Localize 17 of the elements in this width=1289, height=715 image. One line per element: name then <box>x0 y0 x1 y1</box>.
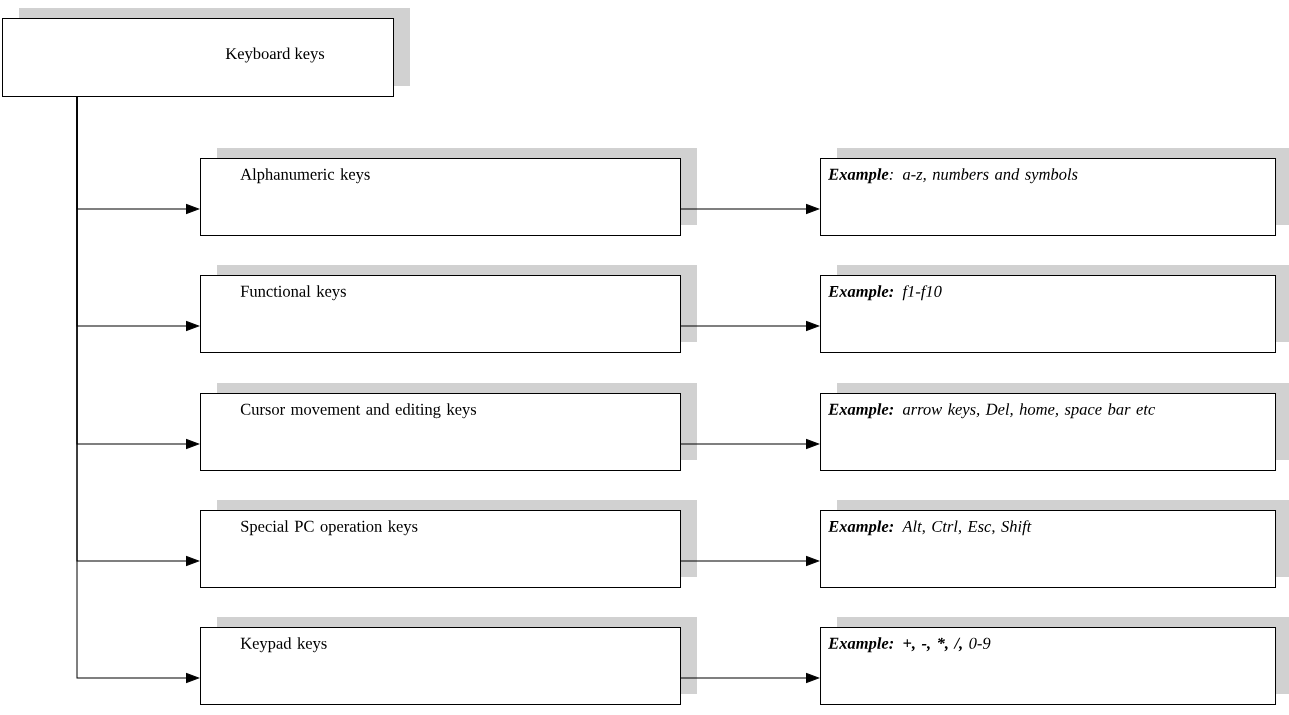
category-box: Cursor movement and editing keys <box>200 383 697 471</box>
category-box: Alphanumeric keys <box>200 148 697 236</box>
example-box: Example: arrow keys, Del, home, space bar etc <box>820 383 1289 471</box>
title-box: Keyboard keys <box>2 8 410 97</box>
example-box: Example: f1-f10 <box>820 265 1289 353</box>
example-box: Example: a-z, numbers and symbols <box>820 148 1289 236</box>
category-box: Special PC operation keys <box>200 500 697 588</box>
arrow <box>680 673 819 683</box>
arrow <box>680 204 819 214</box>
category-box: Functional keys <box>200 265 697 353</box>
arrow <box>76 96 199 683</box>
arrow <box>680 556 819 566</box>
arrow <box>680 321 819 331</box>
example-box: Example: Alt, Ctrl, Esc, Shift <box>820 500 1289 588</box>
arrow <box>680 439 819 449</box>
example-box: Example: +, -, *, /, 0-9 <box>820 617 1289 705</box>
category-box: Keypad keys <box>200 617 697 705</box>
